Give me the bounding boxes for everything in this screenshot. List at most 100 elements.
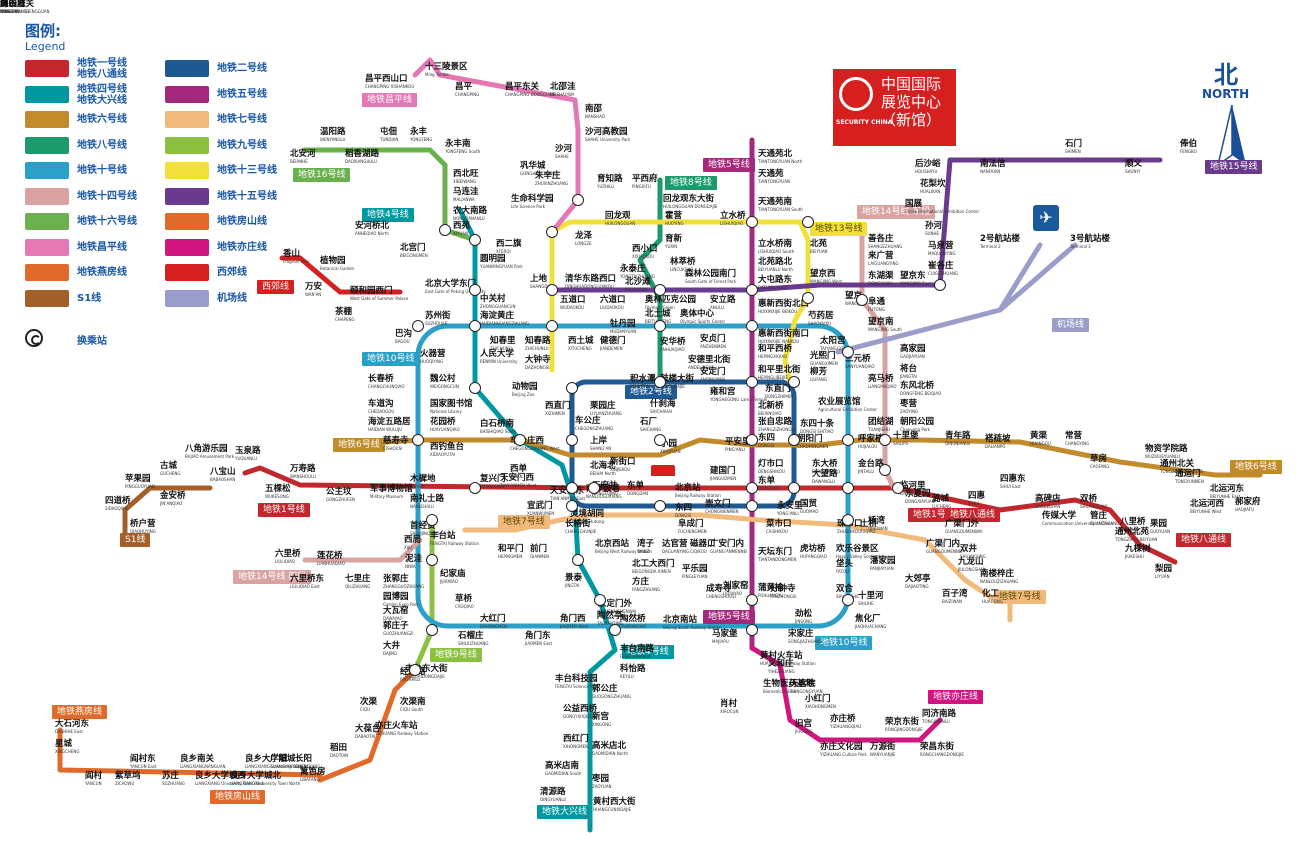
station-name: 栗园庄	[590, 401, 616, 411]
legend-swatch	[25, 111, 69, 128]
transfer-station-icon	[842, 514, 854, 526]
station-name-en: BEISHAOWA	[550, 92, 575, 97]
station-name-en: Communication University of China	[1042, 521, 1113, 526]
station-name-en: West Gate of Summer Palace	[350, 296, 409, 301]
station-name-en: TIANTANDONGMEN	[758, 557, 797, 562]
line-badge: 地铁4号线	[362, 208, 414, 222]
station-name: 和平门	[498, 544, 524, 554]
airport-plane-icon: ✈	[1033, 205, 1059, 231]
station-name-en: LINHELI	[900, 491, 916, 496]
legend-label: 地铁房山线	[217, 216, 267, 227]
station-name-en: BAISHIQIAO South	[480, 429, 517, 434]
station-name-en: CAOQIAO	[455, 604, 474, 609]
station-name: 西土城	[568, 336, 594, 346]
station-name: 四惠	[968, 491, 986, 501]
legend-item: 地铁八号线	[25, 135, 165, 157]
station-name: 科怡路	[620, 664, 646, 674]
station-name-en: CHEGONGZHUANG	[575, 426, 614, 431]
station-name: 朱辛庄	[535, 171, 561, 181]
station-name-en: CAOFANG	[1090, 464, 1110, 469]
station-name: 王府井	[592, 481, 618, 491]
station-name-en: JISHUITAN	[630, 384, 650, 389]
station-name-en: PINGGUOYUAN	[125, 484, 155, 489]
station-name: 北邵洼	[550, 82, 576, 92]
legend-swatch	[25, 136, 69, 154]
station-name: 牡丹园	[610, 319, 636, 329]
station-name-en: WANGJING South	[868, 327, 902, 332]
station-name: 沙河	[555, 144, 573, 154]
transfer-station-icon	[588, 482, 600, 494]
station-name: 七里庄	[345, 574, 371, 584]
station-name: 海淀五路居	[368, 417, 411, 427]
legend-label: 地铁十三号线	[217, 165, 277, 176]
station-name-en: ANHUAQIAO	[660, 347, 685, 352]
station-name-en: TAORANQIAO	[620, 624, 647, 629]
station-name: 安德里北街	[688, 355, 731, 365]
legend-item: 地铁五号线	[165, 84, 305, 106]
station-name-en: XIBEIWANG	[453, 179, 476, 184]
station-name: 通运门	[1175, 469, 1201, 479]
legend-subtitle: Legend	[25, 40, 66, 53]
station-name-en: DONGXIAYUAN	[905, 499, 935, 504]
station-name-en: GONGZHUFEN	[326, 497, 355, 502]
station-name: 西单	[510, 464, 528, 474]
station-name-en: Terminal 2	[980, 244, 1001, 249]
station-name: 雍和宫	[710, 387, 736, 397]
legend-item: 地铁九号线	[165, 135, 305, 157]
transfer-station-icon	[566, 434, 578, 446]
station-name: 林萃桥	[670, 257, 696, 267]
station-name: 惠新西街北口	[758, 299, 810, 309]
station-name: 丰台南路	[620, 644, 655, 654]
station-name-en: GUCHENG	[160, 471, 181, 476]
station-name-en: DONGSI	[758, 443, 775, 448]
line-15	[549, 157, 1163, 293]
legend-swatch	[165, 162, 209, 179]
station-name: 白石桥南	[480, 419, 515, 429]
station-name: 大屯路东	[758, 275, 793, 285]
station-name-en: MAQUANYING	[928, 251, 956, 256]
legend-item: 地铁二号线	[165, 58, 305, 80]
line-badge: 地铁6号线	[1230, 460, 1282, 474]
station-name-en: XI'ERQI	[496, 249, 511, 254]
station-name-en: QILIZHUANG	[345, 584, 371, 589]
legend-label: 地铁二号线	[217, 63, 267, 74]
station-name: 高碑店	[1035, 494, 1061, 504]
